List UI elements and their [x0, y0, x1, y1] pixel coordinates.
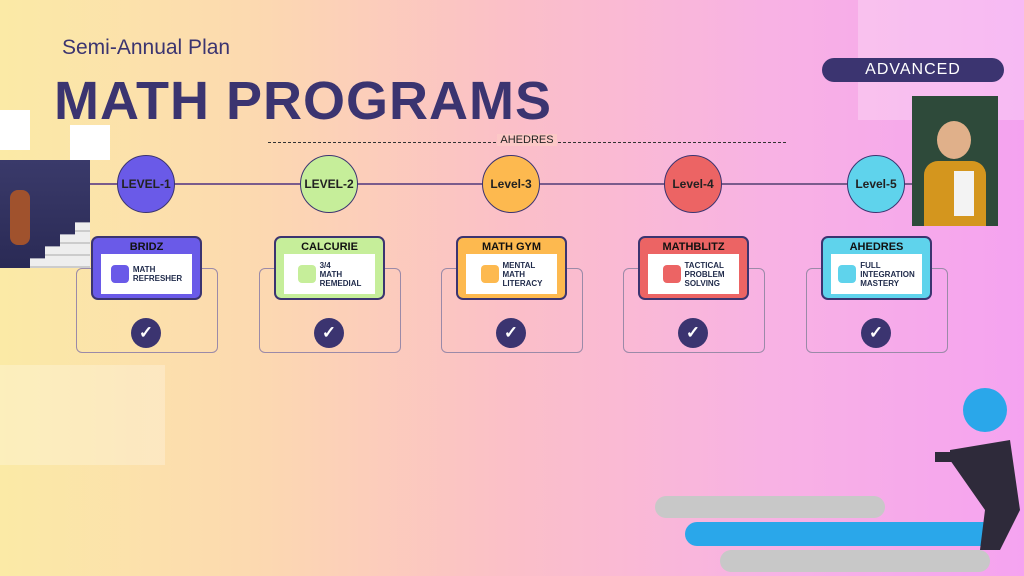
- check-icon: ✓: [861, 318, 891, 348]
- math-symbols-icon: [110, 265, 129, 283]
- level-node[interactable]: Level-4: [664, 155, 722, 213]
- level-label: Level-3: [490, 177, 532, 191]
- program-name: BRIDZ: [129, 241, 164, 253]
- divider-label: AHEDRES: [497, 134, 557, 146]
- check-icon: ✓: [314, 318, 344, 348]
- page-subtitle: Semi-Annual Plan: [62, 36, 231, 59]
- decorative-square: [70, 125, 110, 160]
- program-desc-line: PROBLEM: [684, 269, 725, 279]
- program-desc-line: FULL: [860, 260, 881, 270]
- program-desc-line: LITERACY: [502, 278, 543, 288]
- program-name: CALCURIE: [301, 241, 358, 253]
- level-label: LEVEL-2: [304, 177, 354, 191]
- program-desc-line: INTEGRATION: [860, 269, 915, 279]
- level-label: Level-4: [672, 177, 714, 191]
- program-desc-line: 3/4: [319, 260, 331, 270]
- program-desc-line: SOLVING: [684, 278, 720, 288]
- check-icon: ✓: [496, 318, 526, 348]
- level-node[interactable]: LEVEL-1: [117, 155, 175, 213]
- timeline-line: [0, 183, 912, 185]
- check-icon: ✓: [131, 318, 161, 348]
- program-name: MATH GYM: [481, 241, 542, 253]
- happy-child-image: [912, 96, 998, 226]
- decorative-square: [0, 110, 30, 150]
- brain-calculator-icon: [480, 265, 499, 283]
- level-label: Level-5: [855, 177, 897, 191]
- decorative-figure: [655, 388, 1020, 572]
- level-node[interactable]: Level-5: [847, 155, 905, 213]
- dashed-divider: AHEDRES: [268, 134, 786, 150]
- decorative-pattern: [0, 365, 165, 465]
- program-desc-line: MASTERY: [860, 278, 900, 288]
- program-name: MATHBLITZ: [662, 241, 725, 253]
- page-title: MATH PROGRAMS: [54, 71, 552, 131]
- shapes-icon: [297, 265, 316, 283]
- puzzle-chart-icon: [662, 265, 681, 283]
- program-desc-line: TACTICAL: [684, 260, 724, 270]
- program-desc-line: MATH: [319, 269, 343, 279]
- program-desc-line: MENTAL: [502, 260, 536, 270]
- level-node[interactable]: Level-3: [482, 155, 540, 213]
- program-desc-line: MATH: [502, 269, 526, 279]
- program-desc-line: MATH: [132, 265, 156, 274]
- program-name: AHEDRES: [849, 241, 904, 253]
- child-climbing-stairs-image: [0, 160, 90, 268]
- check-icon: ✓: [678, 318, 708, 348]
- level-node[interactable]: LEVEL-2: [300, 155, 358, 213]
- gear-infinity-icon: [838, 265, 857, 283]
- program-desc-line: REMEDIAL: [319, 278, 362, 288]
- advanced-badge: ADVANCED: [822, 58, 1004, 82]
- program-desc-line: REFRESHER: [132, 274, 183, 283]
- level-label: LEVEL-1: [121, 177, 171, 191]
